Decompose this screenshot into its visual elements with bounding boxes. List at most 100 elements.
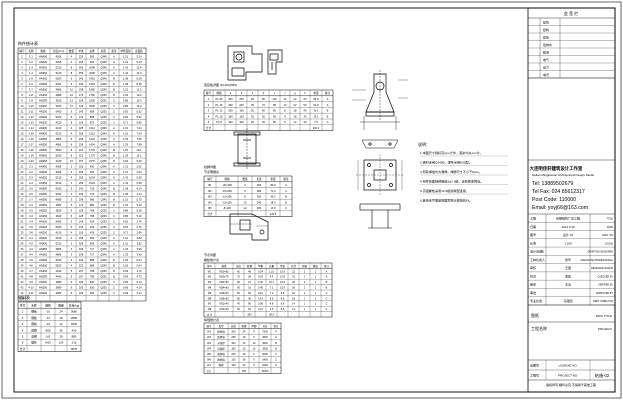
table-cell: -20×300 (222, 183, 232, 187)
table-cell: Q345 (100, 164, 107, 168)
table-cell: 1.02 (123, 93, 129, 97)
table-cell: 1 (21, 54, 23, 58)
table-cell: 243.5 (270, 212, 277, 216)
table-cell: 11.5 (137, 87, 142, 91)
table-cell: 785 (90, 274, 95, 278)
table-cell: 3-4 (29, 219, 33, 223)
info-row-value: 王五 (565, 283, 571, 287)
table-cell: 1312 (89, 126, 95, 130)
table-cell: M8 (208, 308, 212, 311)
table-cell: 4.14 (136, 192, 142, 196)
table-cell: 4 (71, 175, 73, 179)
note-line: 4.构件表面除锈等级Sa2.5级，涂防锈漆两道。 (420, 179, 483, 184)
table-cell: B (113, 82, 115, 86)
table-cell: 242 (79, 192, 84, 196)
table-cell: 合计 (206, 126, 212, 130)
table-cell: 150 (242, 370, 247, 373)
table-header-cell: 数量 (247, 264, 253, 268)
table-cell: 3660 (71, 310, 78, 314)
table-cell: -12 (46, 316, 50, 320)
table-cell: 钢板 (31, 310, 37, 314)
table-cell: Q345 (100, 148, 107, 152)
table-cell: 90 (237, 286, 240, 289)
table-cell: HN400 (39, 54, 48, 58)
table-cell: 4 (71, 60, 73, 64)
table-cell: 对接焊 (217, 341, 225, 345)
table-cell: 1 (304, 292, 306, 295)
table-cell: 0.92 (123, 115, 129, 119)
table-cell: 14 (21, 126, 24, 130)
table-cell: 6 (244, 189, 246, 193)
table-cell: 8.8 (281, 292, 285, 295)
table-cell: 15 (21, 131, 24, 135)
table-cell: Q345 (100, 175, 107, 179)
table-cell: 35 (21, 241, 24, 245)
table-cell: 7200 (262, 331, 268, 334)
table-cell: 8 (71, 148, 73, 152)
table-cell: 29 (21, 208, 24, 212)
table-cell: 1-18 (28, 148, 34, 152)
table-cell: 3.82 (136, 241, 142, 245)
table-cell: 6 (22, 341, 24, 345)
table-cell: 300 (231, 331, 236, 334)
table-cell: 225 (79, 54, 84, 58)
table-cell: 726 (90, 186, 95, 190)
table-cell: 6 (253, 359, 255, 362)
table-cell: 7.5 (314, 120, 318, 124)
table-cell: 1 (304, 297, 306, 300)
table-cell: 888 (90, 258, 95, 262)
table-cell: 4.14 (136, 285, 142, 289)
table-cell: HN200 (39, 291, 48, 295)
table-cell: 3 (21, 65, 23, 69)
table-cell: 48 (248, 270, 251, 273)
table-cell: M6 (208, 297, 212, 300)
info-row-value: 张华 (565, 257, 571, 262)
table-cell: 3 (71, 186, 73, 190)
table-cell: 13 (21, 120, 24, 124)
table-cell: 239 (79, 247, 84, 251)
table-cell: 0.92 (123, 109, 129, 113)
table-cell: 250 (231, 336, 236, 339)
info-row-label: 审定 (530, 282, 536, 287)
table-cell: HN350 (39, 65, 48, 69)
table-cell: HN250 (39, 159, 48, 163)
table-cell: 4866 (56, 247, 62, 251)
table-cell: 0.94 (123, 274, 129, 278)
table-cell: 16 (248, 286, 251, 289)
info-row-label: 审核 (530, 265, 536, 270)
table-cell: 9 (21, 98, 23, 102)
table-cell: HN250 (39, 214, 48, 218)
table-cell: Q235 (100, 120, 107, 124)
table-cell: 436 (90, 230, 95, 234)
table-cell: HN300 (39, 76, 48, 80)
company-name-en: Dalian Mingjiaxuan Architectural Design … (532, 173, 595, 177)
table-cell: 5.52 (136, 109, 142, 113)
table-cell: 630 (90, 285, 95, 289)
table-header-cell: 螺母 (313, 264, 319, 268)
table-cell: M12×40 (219, 303, 229, 306)
table-cell: 858 (90, 109, 95, 113)
table-cell: 2000 (262, 364, 268, 367)
table-cell: 0.24 (258, 270, 263, 273)
table-cell: 4 (21, 71, 23, 75)
table-cell: Q235 (100, 203, 107, 207)
table-cell: 5 (208, 120, 210, 124)
table-cell: 4 (71, 258, 73, 262)
table-header-cell: 孔径 (291, 264, 297, 268)
table-cell: Q235 (100, 159, 107, 163)
table-cell: 2048 (89, 71, 95, 75)
table-cell: 8 (253, 331, 255, 334)
table-cell: 6 (71, 291, 73, 295)
table-cell: 3-6 (29, 230, 33, 234)
table-cell: 23 (21, 175, 24, 179)
table-cell: Q235 (100, 285, 107, 289)
table-cell: C (275, 359, 277, 362)
table-cell: 1452 (89, 76, 95, 80)
table-cell: 242 (79, 82, 84, 86)
table-cell: 70 (262, 103, 265, 107)
table-cell: 45.2 (270, 195, 276, 199)
table-header-cell: 备注 (283, 177, 289, 181)
table-cell: 0.71 (123, 230, 129, 234)
table-header-cell: c (252, 92, 254, 95)
